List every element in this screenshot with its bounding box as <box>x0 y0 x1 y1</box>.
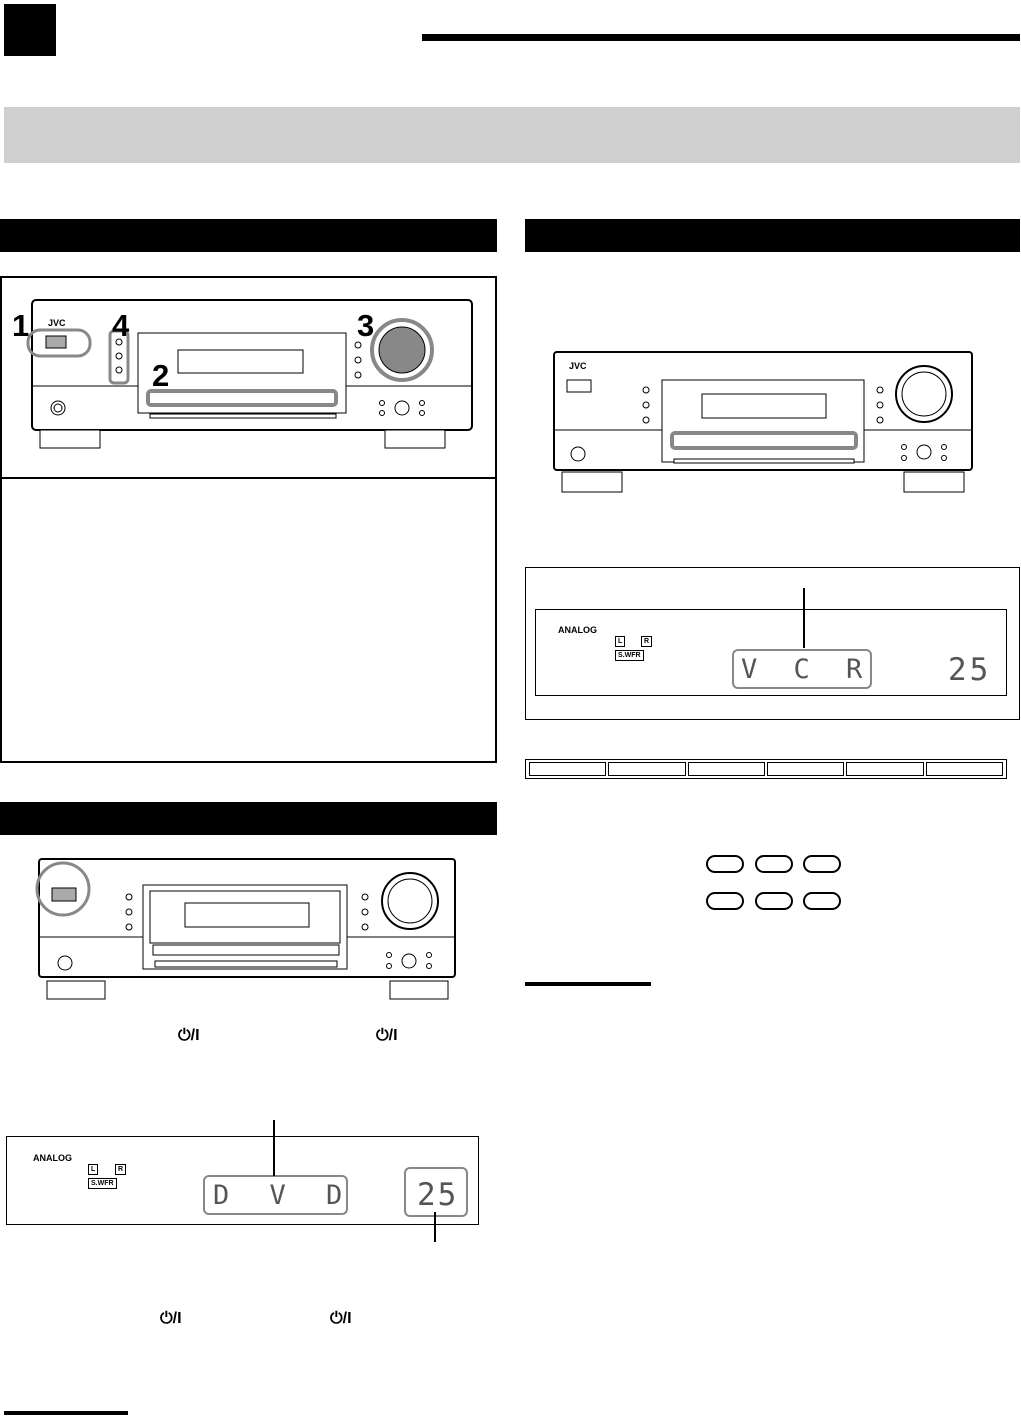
power-standby-icon: ⏻/I <box>330 1310 352 1327</box>
table-cell <box>766 762 845 776</box>
display-frame-right <box>525 567 1020 720</box>
table-cell <box>608 762 686 776</box>
table-cell <box>687 762 765 776</box>
table-cell <box>529 762 607 776</box>
title-band <box>4 107 1020 163</box>
brand-logo-2: JVC <box>569 361 587 371</box>
subwoofer-indicator: S.WFR <box>88 1178 117 1189</box>
source-name: V C R <box>741 654 873 685</box>
remote-source-button[interactable] <box>755 892 793 910</box>
remote-source-button[interactable] <box>803 892 841 910</box>
remote-source-button[interactable] <box>755 855 793 873</box>
chapter-marker <box>4 4 56 56</box>
leader-line-vcr <box>803 588 805 648</box>
receiver-power-highlight <box>35 858 456 1000</box>
callout-4: 4 <box>112 308 130 343</box>
source-highlight <box>732 649 872 689</box>
analog-indicator: ANALOG <box>558 625 597 635</box>
front-panel-box <box>0 276 497 763</box>
volume-level: 25 <box>417 1177 459 1213</box>
subwoofer-indicator: S.WFR <box>615 650 644 661</box>
leader-line-volume <box>434 1212 436 1242</box>
receiver-front-panel <box>26 299 473 449</box>
remote-source-button[interactable] <box>803 855 841 873</box>
table-cell <box>846 762 924 776</box>
volume-highlight <box>404 1167 468 1217</box>
box-divider <box>0 477 497 479</box>
power-standby-icon: ⏻/I <box>178 1027 200 1044</box>
receiver-display-highlight <box>553 351 973 493</box>
lcd-display-vcr: ANALOG L R S.WFR V C R 25 <box>535 609 1007 696</box>
remote-source-button[interactable] <box>706 855 744 873</box>
callout-3: 3 <box>357 308 375 343</box>
source-highlight <box>203 1175 348 1215</box>
note-underline <box>525 982 651 986</box>
section-bar-left-1 <box>0 219 497 252</box>
source-name: D V D <box>213 1180 355 1211</box>
section-bar-right-1 <box>525 219 1020 252</box>
callout-2: 2 <box>152 358 170 393</box>
channel-l-indicator: L <box>615 636 626 647</box>
leader-line-source <box>273 1120 275 1176</box>
brand-logo: JVC <box>48 318 66 328</box>
power-standby-icon: ⏻/I <box>376 1027 398 1044</box>
source-sequence-table <box>525 759 1007 779</box>
callout-1: 1 <box>12 308 30 343</box>
channel-r-indicator: R <box>115 1164 127 1175</box>
channel-r-indicator: R <box>641 636 653 647</box>
channel-l-indicator: L <box>88 1164 99 1175</box>
note-underline-left <box>4 1411 128 1415</box>
table-cell <box>925 762 1003 776</box>
volume-level: 25 <box>948 652 992 688</box>
lcd-display-dvd: ANALOG L R S.WFR D V D 25 <box>6 1136 479 1225</box>
remote-source-button[interactable] <box>706 892 744 910</box>
section-bar-left-2 <box>0 802 497 835</box>
top-rule <box>422 34 1020 41</box>
analog-indicator: ANALOG <box>33 1153 72 1163</box>
power-standby-icon: ⏻/I <box>160 1310 182 1327</box>
